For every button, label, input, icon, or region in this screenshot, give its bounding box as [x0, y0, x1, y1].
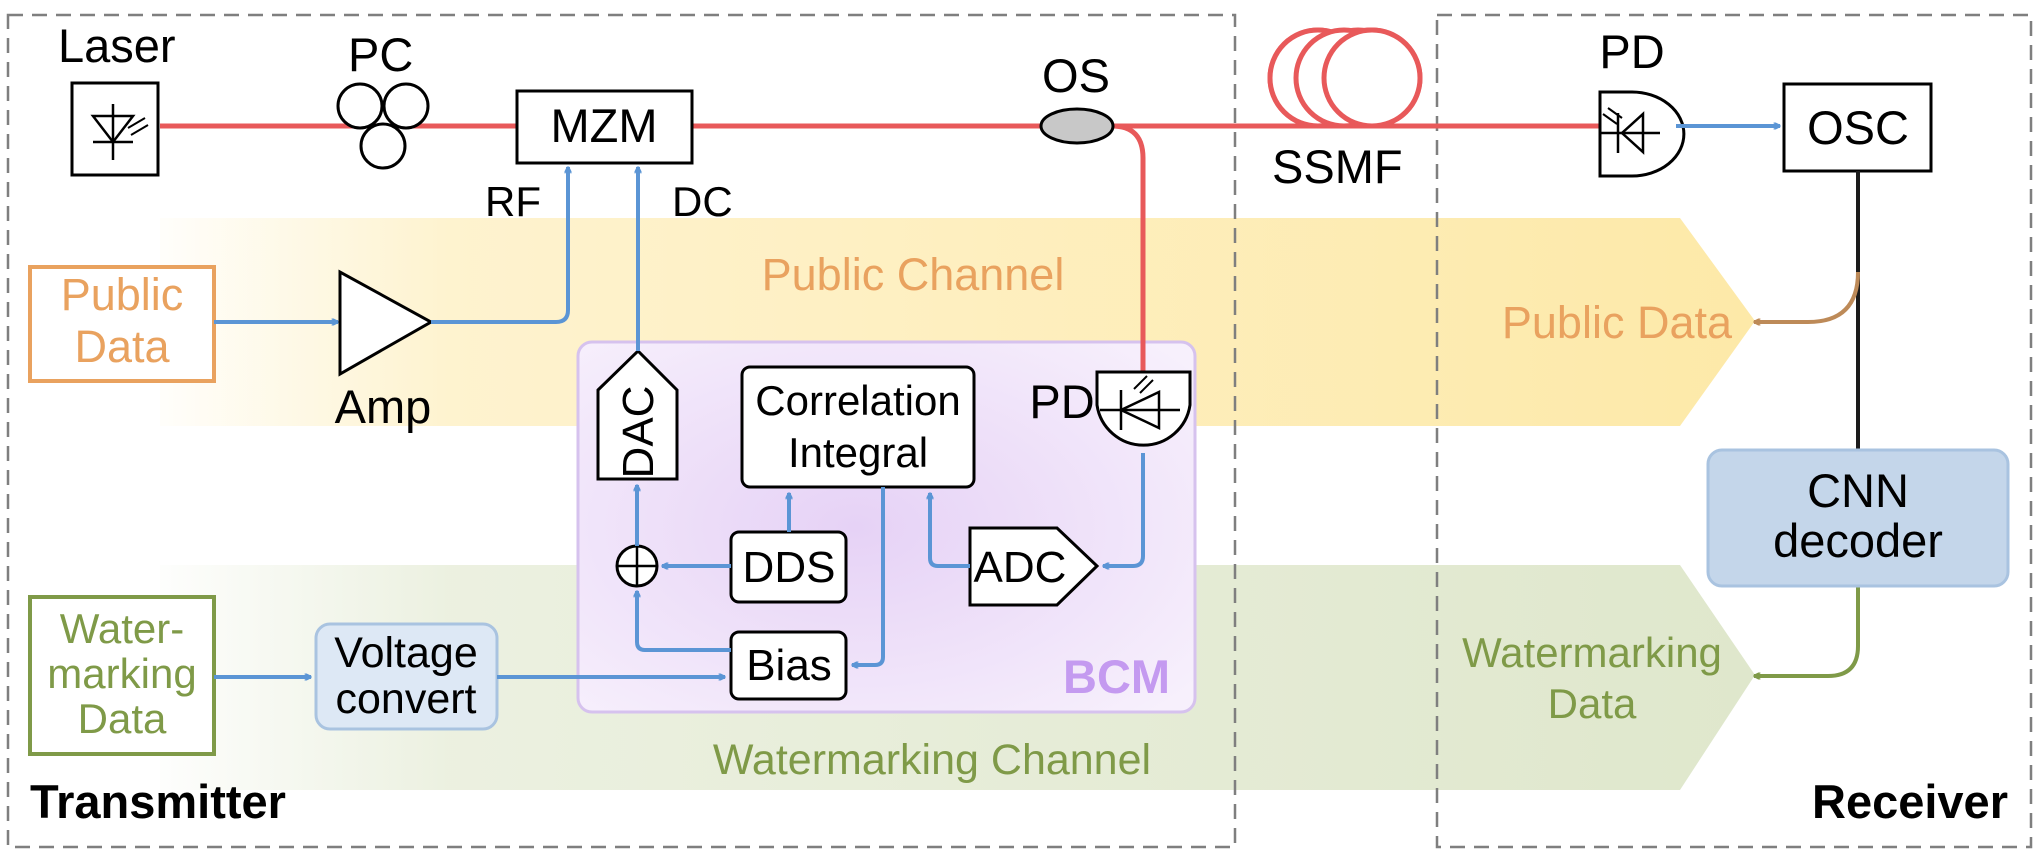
mzm-label: MZM [550, 99, 657, 152]
watermark-output-line2: Data [1548, 680, 1637, 727]
ssmf-coil-clean [1267, 27, 1423, 129]
cnn-decoder-box [1706, 448, 2010, 588]
watermark-input-line1: Water- [60, 605, 184, 652]
fiber-tap-bcm-pd [1111, 123, 1146, 372]
cnn-label-line1: CNN [1807, 464, 1909, 517]
public-input-line1: Public [61, 269, 184, 320]
pc-label: PC [348, 28, 413, 81]
voltage-line1: Voltage [334, 629, 477, 677]
adc-label: ADC [974, 543, 1067, 592]
dac-shape [596, 348, 679, 481]
bcm-label: BCM [1063, 650, 1170, 703]
dac-label: DAC [614, 386, 663, 479]
arrow-pd-to-adc [1103, 453, 1145, 566]
polarization-controller-icon [336, 82, 430, 170]
amp-label: Amp [335, 380, 432, 433]
voltage-line2: convert [335, 675, 476, 723]
rf-label: RF [485, 178, 541, 225]
arrow-correlation-to-bias [852, 487, 885, 665]
osc-box [1782, 82, 1933, 173]
laser-label: Laser [58, 19, 176, 72]
cnn-label-line2: decoder [1773, 514, 1943, 567]
rx-pd-label: PD [1599, 25, 1664, 78]
public-channel-label: Public Channel [762, 249, 1065, 300]
receiver-frame [1435, 13, 2033, 849]
correlation-line1: Correlation [755, 377, 960, 424]
ssmf-label: SSMF [1272, 140, 1403, 193]
public-channel-band [160, 218, 1755, 426]
watermark-data-input-box [28, 595, 216, 756]
arrow-public-output [1754, 271, 1860, 322]
bcm-pd-label: PD [1029, 375, 1094, 428]
laser-icon [70, 81, 160, 177]
osc-label: OSC [1807, 101, 1909, 154]
bias-label: Bias [746, 641, 832, 690]
watermark-input-line2: marking [47, 650, 196, 697]
arrow-bias-to-sum [637, 591, 731, 652]
optical-splitter-icon [1039, 107, 1115, 145]
receiver-label: Receiver [1812, 775, 2008, 828]
dds-label: DDS [743, 543, 836, 592]
adc-shape [968, 526, 1100, 607]
transmitter-label: Transmitter [30, 775, 286, 828]
arrow-adc-to-correlation [930, 493, 970, 568]
summing-junction-icon [615, 544, 659, 588]
transmitter-frame [6, 13, 1237, 849]
watermark-input-line3: Data [78, 695, 167, 742]
arrow-watermark-output [1754, 585, 1860, 676]
public-input-line2: Data [74, 321, 170, 372]
watermark-output-line1: Watermarking [1462, 629, 1722, 676]
public-data-output: Public Data [1502, 297, 1733, 348]
correlation-line2: Integral [788, 429, 928, 476]
os-label: OS [1042, 49, 1110, 102]
rx-photodiode-icon [1598, 90, 1686, 178]
dc-label: DC [672, 178, 733, 225]
correlation-integral-box [740, 365, 976, 489]
arrow-amp-to-mzm-rf [431, 167, 568, 324]
mzm-box [515, 89, 694, 165]
public-data-input-box [28, 265, 216, 383]
watermark-channel-label: Watermarking Channel [713, 736, 1151, 784]
bcm-module [576, 340, 1197, 714]
bias-box [729, 630, 848, 701]
bcm-photodiode-icon [1095, 370, 1192, 447]
amplifier-icon [338, 269, 435, 377]
